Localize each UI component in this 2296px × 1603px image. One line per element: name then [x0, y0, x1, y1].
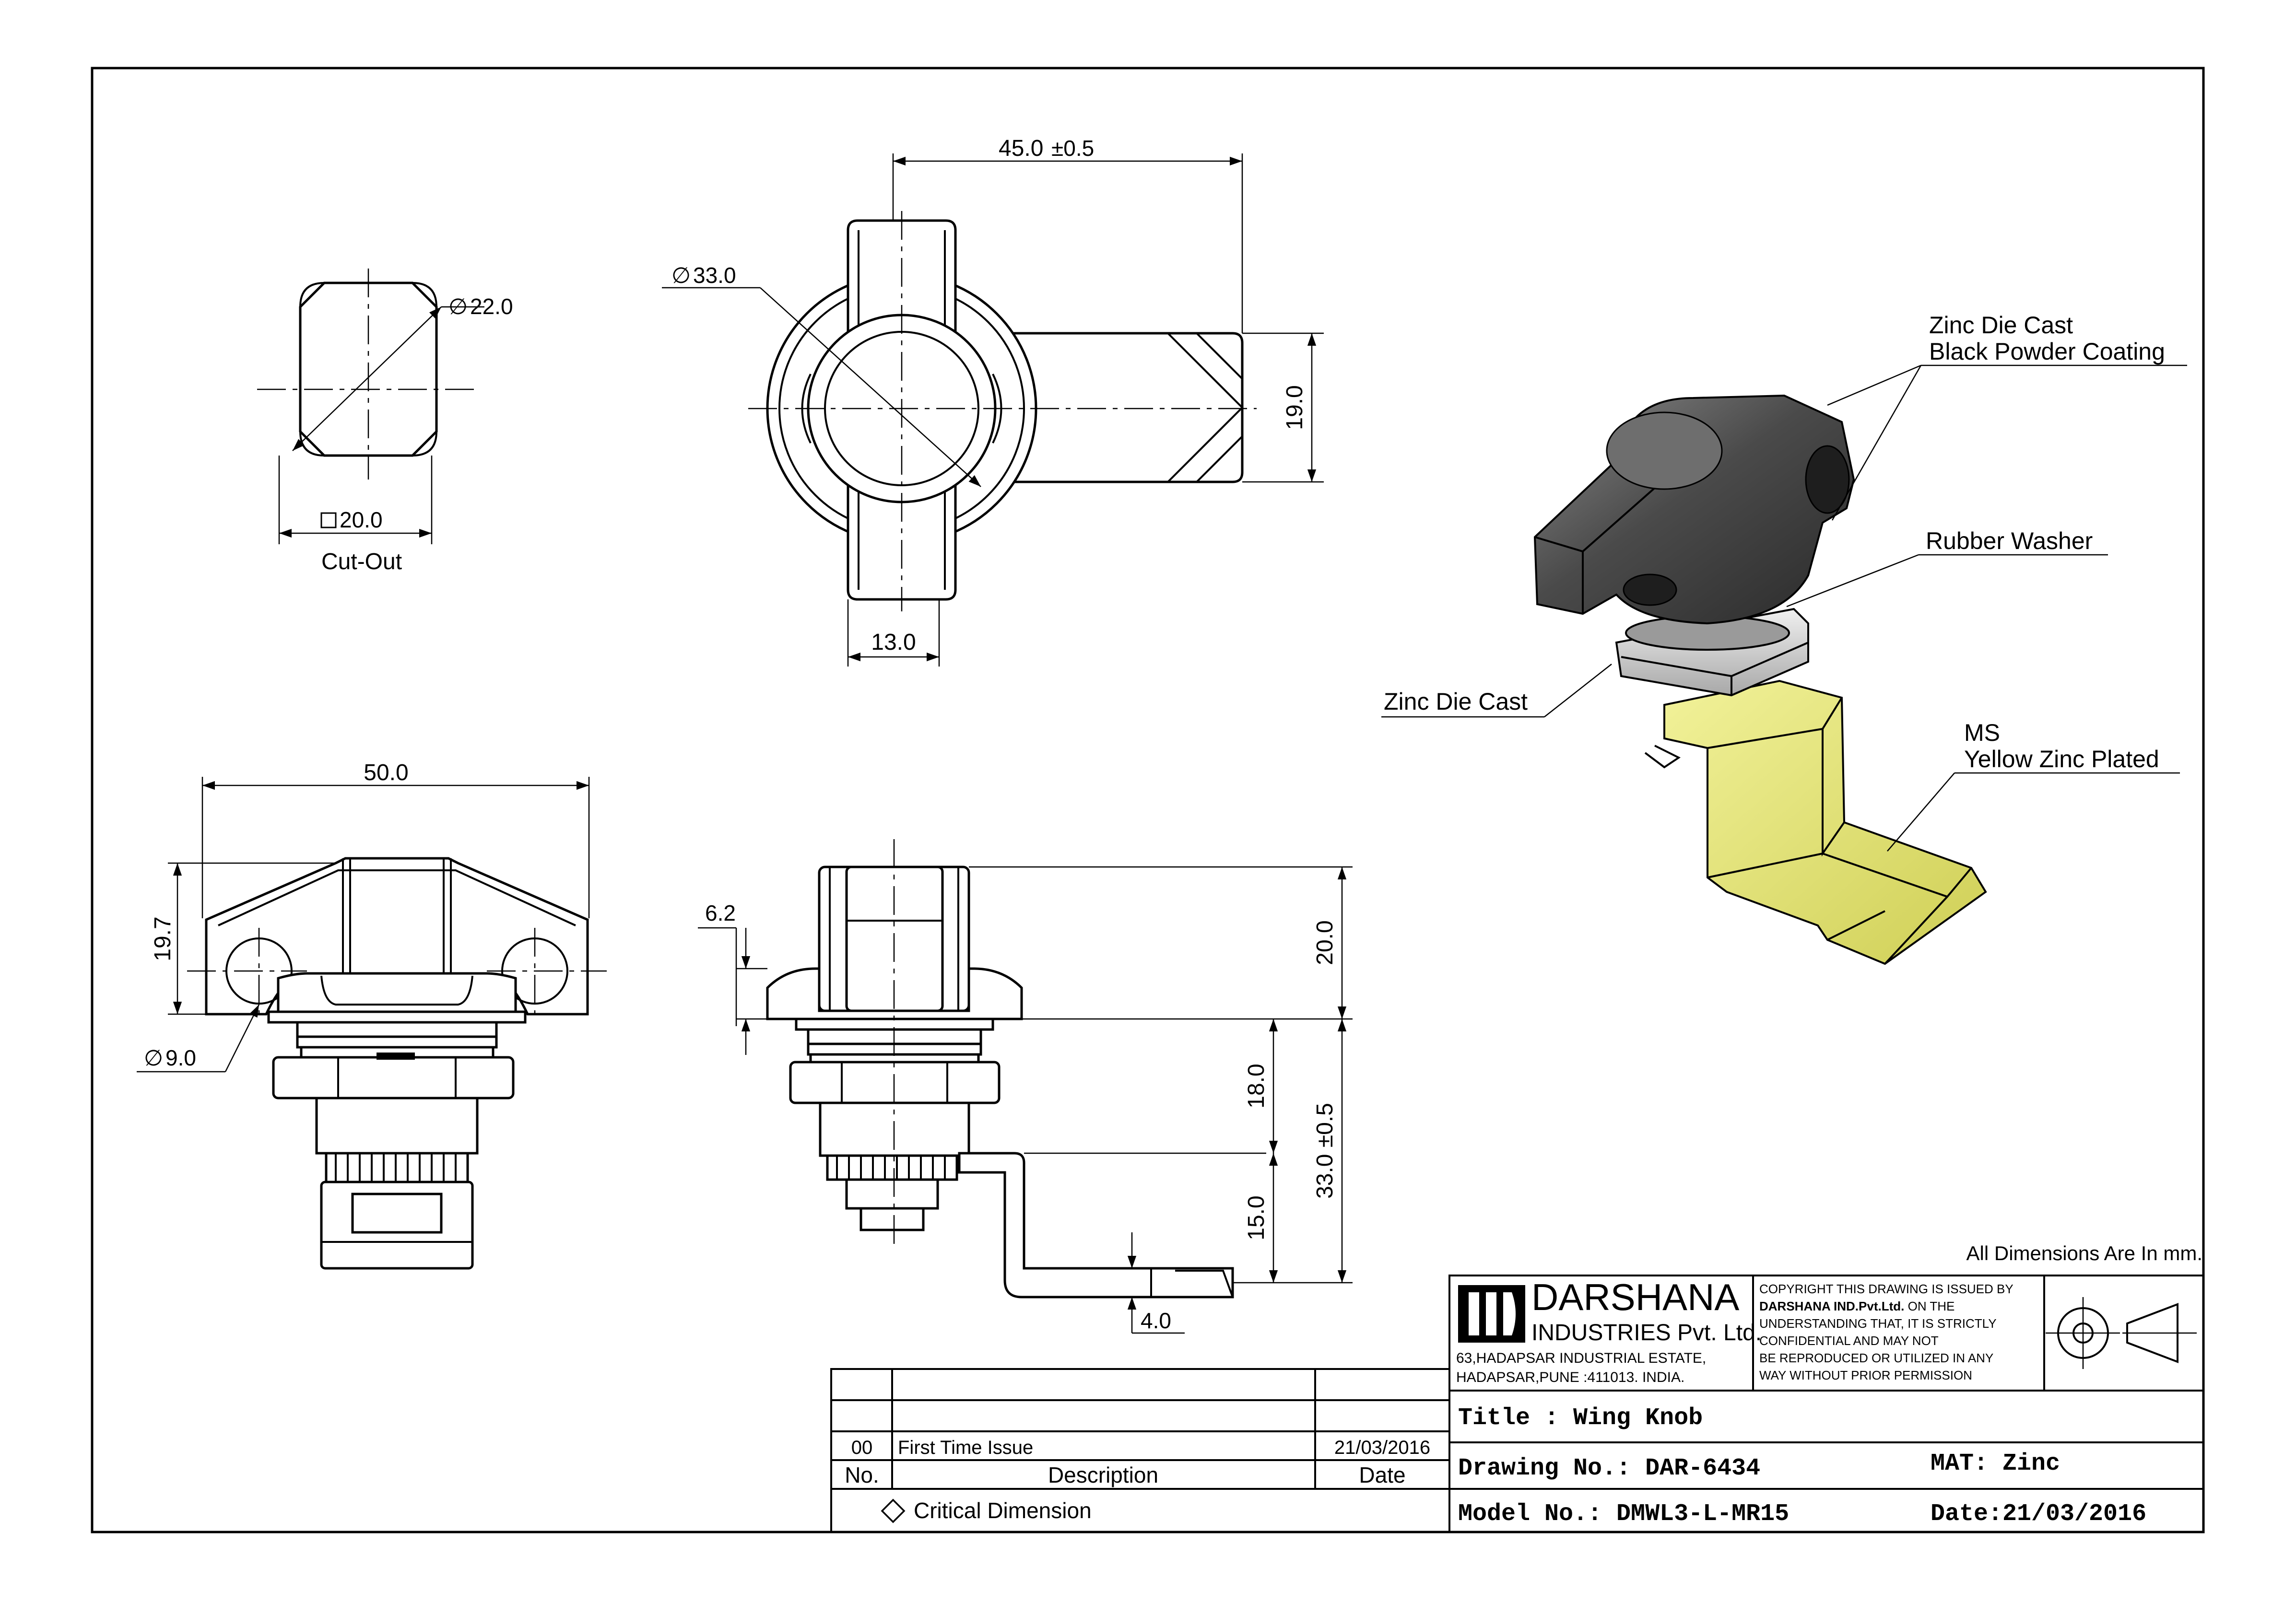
- cutout-view: ∅ 22.0 20.0 Cut-Out: [257, 269, 513, 574]
- drawing-number: Drawing No.: DAR-6434: [1458, 1455, 1760, 1482]
- cutout-dia-symbol: ∅: [448, 294, 468, 319]
- cutout-caption: Cut-Out: [321, 549, 402, 574]
- knob: [1533, 394, 1855, 625]
- top-dia-label: 33.0: [693, 263, 736, 288]
- cutout-square-label: 20.0: [340, 507, 383, 532]
- front-width-label: 50.0: [364, 760, 408, 785]
- revision-no: 00: [851, 1437, 873, 1458]
- header-description: Description: [1048, 1463, 1158, 1487]
- copyright-line-1: COPYRIGHT THIS DRAWING IS ISSUED BY: [1759, 1282, 2013, 1296]
- company-name: DARSHANA: [1531, 1276, 1739, 1318]
- top-bar-height-label: 19.0: [1282, 385, 1307, 430]
- front-hole-symbol: ∅: [144, 1045, 163, 1070]
- callout-cam-1: MS: [1964, 719, 2000, 746]
- copyright-line-3: UNDERSTANDING THAT, IT IS STRICTLY: [1759, 1316, 1997, 1331]
- top-wing-label: 13.0: [871, 630, 916, 655]
- front-hole-label: 9.0: [165, 1045, 196, 1070]
- top-dia-symbol: ∅: [671, 263, 691, 288]
- callout-washer: Rubber Washer: [1926, 527, 2093, 554]
- cutout-dia-label: 22.0: [470, 294, 513, 319]
- top-view: 45.0 ±0.5 ∅ 33.0 19.0 13.0: [662, 136, 1324, 667]
- company-address-1: 63,HADAPSAR INDUSTRIAL ESTATE,: [1456, 1350, 1706, 1366]
- side-d2-label: 20.0: [1312, 920, 1338, 965]
- revision-date: 21/03/2016: [1334, 1437, 1430, 1458]
- side-d4-label: 33.0 ±0.5: [1312, 1103, 1338, 1199]
- critical-dimension-label: Critical Dimension: [914, 1498, 1092, 1523]
- cam: [1663, 679, 1987, 965]
- table-row: 00 First Time Issue 21/03/2016: [851, 1437, 1430, 1458]
- header-date: Date: [1359, 1463, 1405, 1487]
- side-d6-label: 4.0: [1141, 1308, 1171, 1333]
- copyright-line-4: CONFIDENTIAL AND MAY NOT: [1759, 1334, 1939, 1348]
- drawing-date: Date:21/03/2016: [1931, 1500, 2146, 1528]
- front-view: 50.0 19.7 ∅ 9.0: [137, 760, 607, 1270]
- third-angle-projection-icon: [2046, 1297, 2197, 1369]
- revision-table: 00 First Time Issue 21/03/2016 No. Descr…: [830, 1368, 1450, 1533]
- copyright-line-5: BE REPRODUCED OR UTILIZED IN ANY: [1759, 1351, 1993, 1365]
- title-text: Title : Wing Knob: [1458, 1404, 1703, 1432]
- copyright-line-2: DARSHANA IND.Pvt.Ltd. ON THE: [1759, 1299, 1955, 1313]
- company-address-2: HADAPSAR,PUNE :411013. INDIA.: [1456, 1369, 1684, 1385]
- diamond-icon: [881, 1498, 906, 1523]
- top-width-label: 45.0: [999, 136, 1043, 161]
- callout-knob-1: Zinc Die Cast: [1929, 312, 2073, 339]
- revision-description: First Time Issue: [898, 1437, 1033, 1458]
- material: MAT: Zinc: [1931, 1450, 2060, 1477]
- side-d5-label: 15.0: [1244, 1195, 1269, 1240]
- units-note: All Dimensions Are In mm.: [1966, 1242, 2202, 1264]
- front-height-label: 19.7: [150, 916, 176, 961]
- callout-cam-2: Yellow Zinc Plated: [1964, 746, 2159, 772]
- isometric-view: Zinc Die Cast Black Powder Coating Rubbe…: [1381, 312, 2187, 965]
- side-d3-label: 18.0: [1244, 1064, 1269, 1108]
- callout-body: Zinc Die Cast: [1384, 688, 1528, 715]
- darshana-logo: [1458, 1285, 1525, 1343]
- side-d1-label: 6.2: [705, 901, 736, 925]
- header-no: No.: [845, 1463, 879, 1487]
- top-width-tol: ±0.5: [1051, 136, 1094, 161]
- model-number: Model No.: DMWL3-L-MR15: [1458, 1500, 1789, 1528]
- title-block: DARSHANA INDUSTRIES Pvt. Ltd. 63,HADAPSA…: [1448, 1275, 2204, 1533]
- side-view: 6.2 20.0 33.0 ±0.5 18.0 15.0 4.0: [698, 839, 1353, 1334]
- square-symbol: [320, 512, 337, 528]
- callout-knob-2: Black Powder Coating: [1929, 338, 2165, 365]
- company-subname: INDUSTRIES Pvt. Ltd.: [1531, 1320, 1762, 1346]
- copyright-line-6: WAY WITHOUT PRIOR PERMISSION: [1759, 1368, 1972, 1382]
